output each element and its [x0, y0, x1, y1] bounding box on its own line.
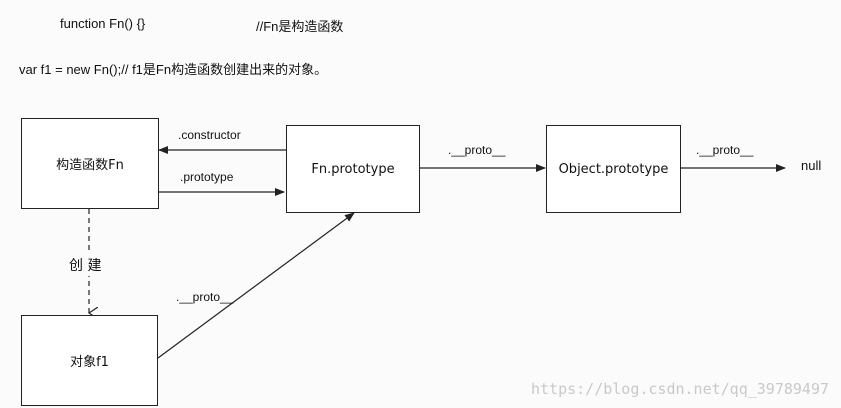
label-proto-object-to-null: .__proto__	[696, 143, 754, 157]
node-object-prototype-label: Object.prototype	[558, 161, 669, 177]
label-prototype: .prototype	[180, 170, 234, 184]
code-instance-creation: var f1 = new Fn();// f1是Fn构造函数创建出来的对象。	[19, 62, 328, 77]
label-proto-fn-to-object: .__proto__	[448, 143, 506, 157]
code-comment-constructor: //Fn是构造函数	[256, 19, 344, 34]
node-instance-f1: 对象f1	[21, 315, 158, 406]
label-create: 创 建	[67, 254, 104, 276]
edge-proto-f1-to-fn	[157, 212, 355, 359]
node-constructor-fn-label: 构造函数Fn	[56, 158, 124, 173]
node-constructor-fn: 构造函数Fn	[21, 118, 159, 209]
label-constructor: .constructor	[178, 128, 241, 142]
node-fn-prototype-label: Fn.prototype	[311, 161, 395, 177]
label-proto-f1-to-fn: .__proto__	[176, 290, 234, 304]
node-fn-prototype: Fn.prototype	[286, 125, 420, 213]
code-function-declaration: function Fn() {}	[60, 16, 146, 31]
node-object-prototype: Object.prototype	[546, 125, 681, 213]
watermark-url: https://blog.csdn.net/qq_39789497	[530, 380, 829, 398]
node-instance-f1-label: 对象f1	[70, 355, 109, 370]
node-null: null	[801, 158, 822, 173]
